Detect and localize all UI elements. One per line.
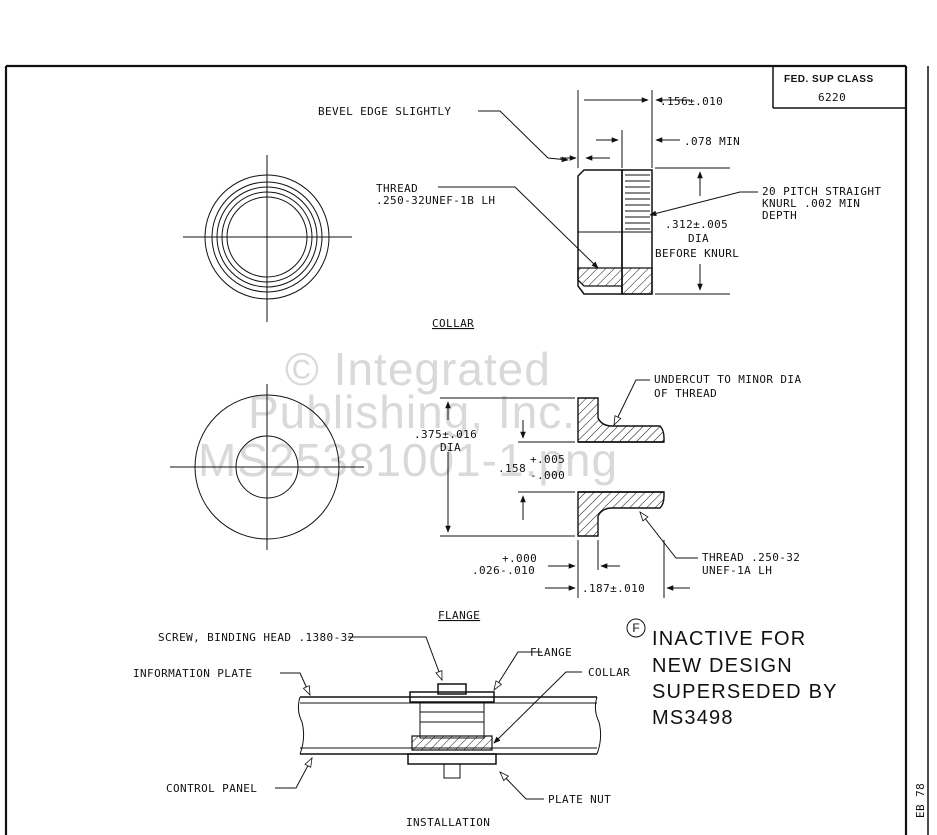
flange-labels: UNDERCUT TO MINOR DIA OF THREAD .375±.01… (414, 373, 801, 622)
collar-end-view (183, 155, 352, 322)
status-line-4: MS3498 (652, 707, 734, 729)
knurl-note-2: KNURL .002 MIN (762, 197, 860, 210)
flange-thread-1: THREAD .250-32 (702, 551, 800, 564)
knurl-note-3: DEPTH (762, 209, 797, 222)
flange-dimensions (440, 379, 698, 598)
side-stamp: EB 78 (914, 783, 927, 818)
knurl-min-dim: .078 MIN (684, 135, 740, 148)
info-plate-label: INFORMATION PLATE (133, 667, 252, 680)
collar-dia-1: .312±.005 (665, 218, 728, 231)
flange-end-view (170, 384, 364, 550)
flange-thk-tol: +.000 (502, 552, 537, 565)
control-panel-label: CONTROL PANEL (166, 782, 257, 795)
flange-outer-dia-1: .375±.016 (414, 428, 477, 441)
status-symbol-circle (626, 618, 646, 638)
knurl-note-1: 20 PITCH STRAIGHT (762, 185, 881, 198)
undercut-note-2: OF THREAD (654, 387, 717, 400)
watermark-line-1: © Integrated (285, 343, 551, 395)
status-line-1: INACTIVE FOR (652, 628, 806, 650)
fed-sup-class-label: FED. SUP CLASS (784, 74, 874, 85)
flange-title: FLANGE (438, 609, 480, 622)
installation-leaders (275, 636, 582, 800)
collar-labels: BEVEL EDGE SLIGHTLY .156±.010 .078 MIN T… (318, 95, 881, 330)
flange-length-dim: .187±.010 (582, 582, 645, 595)
flange-bore-dia: .158 (498, 462, 526, 475)
watermark-line-2: Publishing, Inc. (248, 386, 576, 438)
collar-title: COLLAR (432, 317, 474, 330)
watermark-line-3: MS25381001-1.png (198, 434, 618, 486)
flange-bore-tol-minus: -.000 (530, 469, 565, 482)
collar-section-view (577, 169, 653, 295)
title-block: FED. SUP CLASS 6220 (772, 66, 906, 109)
inst-collar-label: COLLAR (588, 666, 630, 679)
status-line-3: SUPERSEDED BY (652, 681, 838, 703)
flange-thk-value: .026-.010 (472, 564, 535, 577)
collar-dia-3: BEFORE KNURL (655, 247, 739, 260)
collar-dimensions (438, 90, 758, 295)
flange-bore-tol-plus: +.005 (530, 453, 565, 466)
flange-section-view (577, 397, 665, 537)
status-line-2: NEW DESIGN (652, 655, 793, 677)
installation-view (297, 683, 602, 779)
installation-labels: SCREW, BINDING HEAD .1380-32 FLANGE COLL… (133, 631, 630, 829)
collar-dia-2: DIA (688, 232, 709, 245)
sheet-border (4, 64, 929, 835)
flange-thread-2: UNEF-1A LH (702, 564, 772, 577)
collar-length-dim: .156±.010 (660, 95, 723, 108)
knurl-lines (625, 174, 650, 230)
watermark: © Integrated Publishing, Inc. MS25381001… (198, 343, 618, 486)
collar-thread-1: THREAD (376, 182, 418, 195)
undercut-note-1: UNDERCUT TO MINOR DIA (654, 373, 801, 386)
fed-sup-class-value: 6220 (818, 91, 846, 104)
inst-flange-label: FLANGE (530, 646, 572, 659)
screw-label: SCREW, BINDING HEAD .1380-32 (158, 631, 355, 644)
plate-nut-label: PLATE NUT (548, 793, 611, 806)
installation-title: INSTALLATION (406, 816, 490, 829)
status-symbol: F (632, 621, 639, 635)
flange-outer-dia-2: DIA (440, 441, 461, 454)
bevel-note: BEVEL EDGE SLIGHTLY (318, 105, 451, 118)
status-note: F INACTIVE FOR NEW DESIGN SUPERSEDED BY … (626, 618, 838, 729)
collar-thread-2: .250-32UNEF-1B LH (376, 194, 495, 207)
